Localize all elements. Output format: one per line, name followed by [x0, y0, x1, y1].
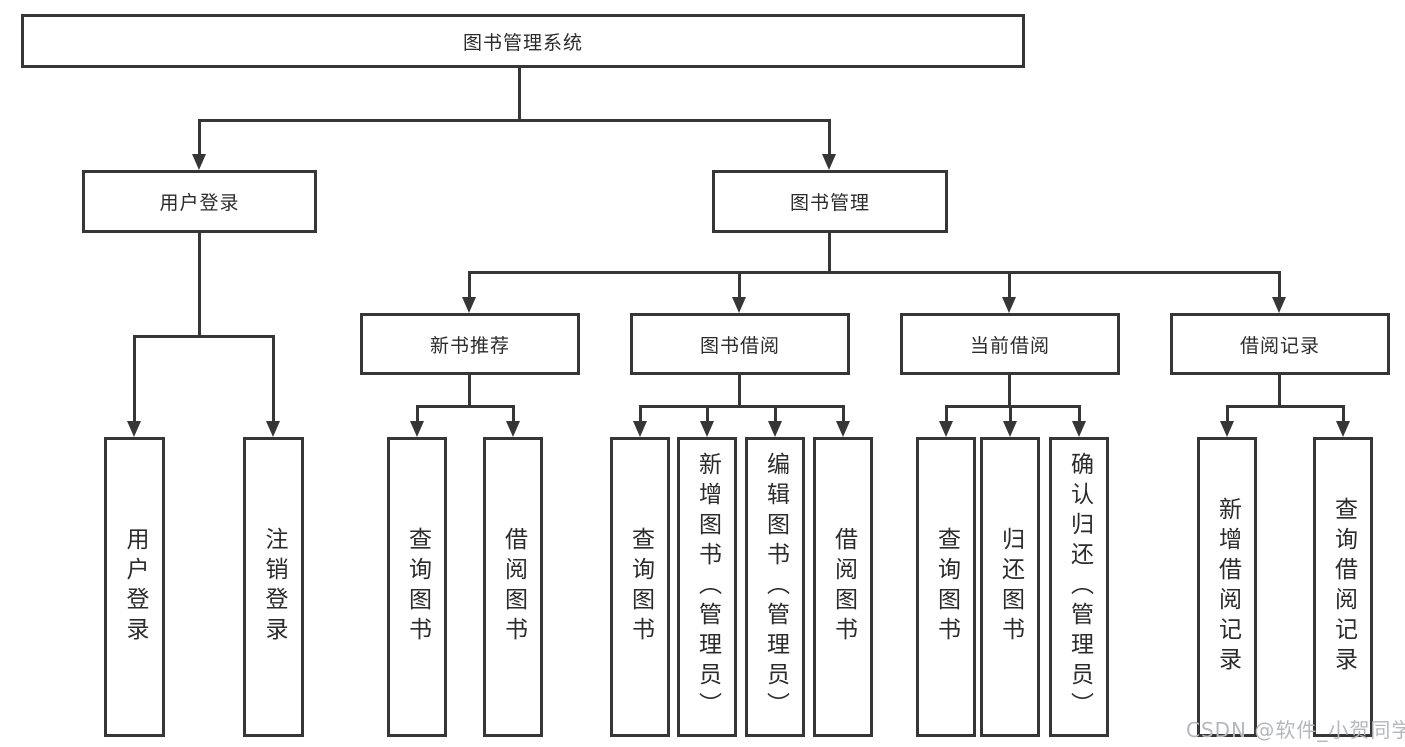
connector-records-rail: [1226, 405, 1345, 408]
leaf-box-user-login: 用户登录: [104, 437, 165, 737]
arrow-down-icon: [462, 297, 476, 313]
root-label: 图书管理系统: [462, 31, 583, 54]
leaf-box-query-books-2: 查询图书: [610, 437, 670, 737]
arrow-down-icon: [410, 421, 424, 437]
leaf-label: 编辑图书（管理员）: [762, 452, 789, 722]
connector-leaf: [416, 405, 419, 423]
connector-to-records: [1278, 271, 1281, 299]
connector-leaf: [1078, 405, 1081, 423]
leaf-box-borrow-books-2: 借阅图书: [813, 437, 873, 737]
csdn-watermark: CSDN @软件_小贺同学: [1186, 718, 1405, 742]
arrow-down-icon: [939, 421, 953, 437]
leaf-label: 借阅图书: [830, 527, 857, 647]
arrow-down-icon: [266, 421, 280, 437]
arrow-down-icon: [1272, 297, 1286, 313]
leaf-box-logout: 注销登录: [243, 437, 304, 737]
arrow-down-icon: [192, 154, 206, 170]
connector-user-login-stem: [198, 233, 201, 337]
arrow-down-icon: [1220, 421, 1234, 437]
connector-root-rail: [198, 119, 831, 122]
connector-root-stem: [518, 68, 521, 121]
leaf-box-query-books-3: 查询图书: [916, 437, 976, 737]
leaf-label: 新增图书（管理员）: [694, 452, 721, 722]
arrow-down-icon: [700, 421, 714, 437]
connector-to-user-login: [198, 119, 201, 156]
arrow-down-icon: [1336, 421, 1350, 437]
arrow-down-icon: [836, 421, 850, 437]
section-label: 图书借阅: [699, 334, 780, 357]
leaf-label: 查询图书: [404, 527, 431, 647]
connector-borrowing-stem: [738, 375, 741, 408]
leaf-label: 确认归还（管理员）: [1066, 452, 1093, 722]
leaf-label: 借阅图书: [500, 527, 527, 647]
arrow-down-icon: [768, 421, 782, 437]
leaf-box-confirm-return-admin: 确认归还（管理员）: [1049, 437, 1109, 737]
leaf-label: 查询借阅记录: [1330, 497, 1357, 677]
connector-records-stem: [1278, 375, 1281, 408]
connector-user-login-rail: [133, 335, 275, 338]
leaf-label: 用户登录: [122, 527, 148, 647]
leaf-box-add-books-admin: 新增图书（管理员）: [677, 437, 737, 737]
section-label: 借阅记录: [1239, 334, 1320, 357]
section-box-current: 当前借阅: [900, 313, 1120, 375]
leaf-label: 查询图书: [933, 527, 960, 647]
arrow-down-icon: [127, 421, 141, 437]
leaf-label: 查询图书: [627, 527, 654, 647]
section-label: 新书推荐: [429, 334, 510, 357]
leaf-box-edit-books-admin: 编辑图书（管理员）: [745, 437, 805, 737]
arrow-down-icon: [506, 421, 520, 437]
section-box-records: 借阅记录: [1170, 313, 1390, 375]
connector-leaf: [945, 405, 948, 423]
connector-to-book-mgmt: [828, 119, 831, 156]
leaf-label: 注销登录: [261, 527, 287, 647]
connector-current-rail: [945, 405, 1081, 408]
arrow-down-icon: [1002, 297, 1016, 313]
connector-leaf: [512, 405, 515, 423]
leaf-label: 归还图书: [997, 527, 1024, 647]
connector-to-logout-leaf: [272, 335, 275, 423]
leaf-box-add-borrow-record: 新增借阅记录: [1197, 437, 1257, 737]
connector-new-books-rail: [416, 405, 515, 408]
leaf-box-borrow-books-1: 借阅图书: [483, 437, 543, 737]
connector-new-books-stem: [468, 375, 471, 408]
leaf-label: 新增借阅记录: [1214, 497, 1241, 677]
connector-current-stem: [1008, 375, 1011, 408]
connector-leaf: [1226, 405, 1229, 423]
connector-leaf: [639, 405, 642, 423]
leaf-box-return-books: 归还图书: [980, 437, 1040, 737]
leaf-box-query-borrow-record: 查询借阅记录: [1313, 437, 1373, 737]
branch-box-user-login: 用户登录: [82, 170, 317, 233]
connector-to-login-leaf: [133, 335, 136, 423]
connector-leaf: [774, 405, 777, 423]
section-box-new-books: 新书推荐: [360, 313, 580, 375]
connector-book-mgmt-stem: [828, 233, 831, 274]
connector-leaf: [1009, 405, 1012, 423]
connector-book-mgmt-rail: [468, 271, 1281, 274]
arrow-down-icon: [822, 154, 836, 170]
connector-leaf: [1342, 405, 1345, 423]
connector-leaf: [842, 405, 845, 423]
arrow-down-icon: [1072, 421, 1086, 437]
connector-to-current: [1008, 271, 1011, 299]
branch-label: 用户登录: [159, 192, 240, 214]
connector-to-borrowing: [738, 271, 741, 299]
branch-box-book-mgmt: 图书管理: [712, 170, 948, 233]
connector-borrowing-rail: [639, 405, 845, 408]
arrow-down-icon: [633, 421, 647, 437]
leaf-box-query-books-1: 查询图书: [387, 437, 447, 737]
branch-label: 图书管理: [789, 192, 870, 214]
arrow-down-icon: [1003, 421, 1017, 437]
section-label: 当前借阅: [969, 334, 1050, 357]
connector-to-new-books: [468, 271, 471, 299]
arrow-down-icon: [732, 297, 746, 313]
section-box-borrowing: 图书借阅: [630, 313, 850, 375]
root-box-library-system: 图书管理系统: [21, 14, 1025, 68]
connector-leaf: [706, 405, 709, 423]
